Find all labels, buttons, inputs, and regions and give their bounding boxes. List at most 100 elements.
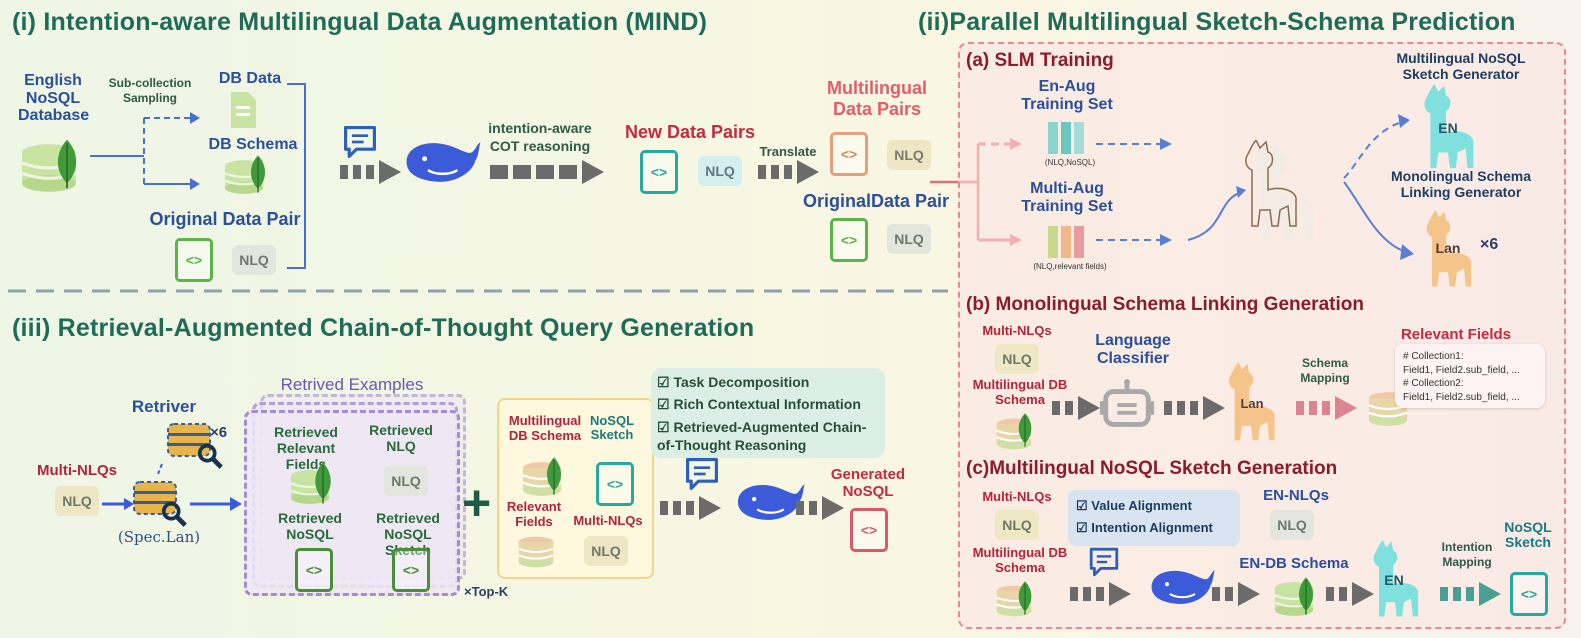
multi-pairs-label: Multilingual Data Pairs — [827, 78, 927, 119]
multi-nlqs-label: Multi-NLQs — [982, 323, 1052, 338]
code-file-icon: <> — [640, 150, 678, 194]
en-aug-caption: (NLQ,NoSQL) — [1044, 158, 1096, 167]
db-schema-label: DB Schema — [208, 136, 298, 153]
check-icon: ☑ — [657, 374, 670, 390]
flow-arrow — [796, 496, 844, 520]
flow-arrow — [340, 160, 401, 184]
spec-lan-label: (Spec.Lan) — [117, 528, 201, 546]
deepseek-whale-icon — [1146, 564, 1216, 610]
document-icon — [228, 90, 258, 130]
mongodb-leaf-icon — [544, 454, 564, 498]
relevant-fields-label: Relevant Fields — [506, 499, 562, 529]
bracket — [287, 83, 306, 269]
nlq-badge: NLQ — [232, 245, 276, 275]
multi-db-schema-label: Multilingual DB Schema — [972, 377, 1068, 407]
dataset-books-icon — [1048, 226, 1084, 258]
lan-label: Lan — [1240, 396, 1264, 411]
multi-nlqs-label: Multi-NLQs — [573, 513, 643, 528]
retriver-label: Retriver — [131, 397, 197, 416]
reasoning-note-box: ☑ Task Decomposition ☑ Rich Contextual I… — [651, 368, 885, 458]
flow-arrow — [1326, 582, 1374, 606]
mongodb-leaf-icon — [54, 136, 80, 192]
ret-nlq-label: Retrieved NLQ — [369, 422, 433, 455]
check-icon: ☑ — [657, 419, 670, 435]
section-ii-title: (ii)Parallel Multilingual Sketch-Schema … — [918, 8, 1516, 36]
sampling-label: Sub-collection Sampling — [108, 76, 192, 105]
section-divider — [8, 289, 948, 293]
subsection-b-title: (b) Monolingual Schema Linking Generatio… — [966, 294, 1364, 315]
database-icon — [516, 534, 556, 570]
subsection-c-title: (c)Multilingual NoSQL Sketch Generation — [966, 458, 1338, 479]
magnifier-icon — [160, 500, 188, 528]
retrived-examples-label: Retrived Examples — [280, 375, 424, 394]
multi-db-schema-label: Multilingual DB Schema — [972, 545, 1068, 575]
generator-arrows — [1343, 114, 1414, 260]
code-file-icon: <> — [1510, 572, 1548, 616]
nlq-badge: NLQ — [584, 536, 628, 566]
examples-stack-front — [244, 410, 460, 596]
nlq-badge: NLQ — [698, 156, 742, 186]
code-file-icon: <> — [392, 548, 430, 592]
translate-label: Translate — [759, 144, 817, 159]
ra-cot-text: Retrieved-Augmented Chain-of-Thought Rea… — [657, 419, 867, 454]
plus-icon: + — [462, 475, 492, 531]
flow-arrow — [1052, 396, 1100, 420]
intention-alignment-text: Intention Alignment — [1091, 520, 1213, 535]
mongodb-leaf-icon — [1016, 410, 1034, 450]
lan-label: Lan — [1435, 240, 1461, 256]
code-file-icon: <> — [295, 548, 333, 592]
multi-db-schema-label: Multilingual DB Schema — [508, 413, 582, 443]
check-icon: ☑ — [1076, 498, 1088, 513]
nosql-sketch-label: NoSQL Sketch — [589, 413, 635, 443]
section-iii-title: (iii) Retrieval-Augmented Chain-of-Thoug… — [12, 314, 755, 342]
dataset-books-icon — [1048, 122, 1084, 154]
multi-nlqs-label: Multi-NLQs — [982, 489, 1052, 504]
mongodb-leaf-icon — [312, 460, 334, 506]
check-icon: ☑ — [657, 396, 670, 412]
code-file-icon: <> — [850, 508, 888, 552]
nlq-badge: NLQ — [887, 140, 931, 170]
deepseek-whale-icon — [732, 478, 806, 526]
nlq-badge: NLQ — [995, 344, 1039, 374]
en-aug-label: En-Aug Training Set — [1021, 78, 1113, 113]
en-label: EN — [1384, 572, 1404, 588]
nlq-badge: NLQ — [1270, 510, 1314, 540]
flow-arrow — [660, 496, 721, 520]
alignment-box: ☑ Value Alignment ☑ Intention Alignment — [1068, 490, 1240, 546]
cot-label: intention-aware COT reasoning — [488, 120, 592, 154]
nlq-badge: NLQ — [887, 224, 931, 254]
nlq-badge: NLQ — [55, 486, 99, 516]
fields-line: # Collection1: — [1403, 351, 1464, 362]
fields-line: # Collection2: — [1403, 378, 1464, 389]
fields-line: Field1, Field2.sub_field, ... — [1403, 364, 1520, 376]
db-data-label: DB Data — [218, 70, 282, 87]
value-alignment-text: Value Alignment — [1091, 498, 1192, 513]
ret-nosql-label: Retrieved NoSQL — [278, 510, 342, 543]
check-icon: ☑ — [1076, 520, 1088, 535]
code-file-icon: <> — [830, 132, 868, 176]
en-nlqs-label: EN-NLQs — [1263, 487, 1329, 504]
nlq-badge: NLQ — [384, 466, 428, 496]
sketch-gen-label: Multilingual NoSQL Sketch Generator — [1396, 50, 1526, 83]
code-file-icon: <> — [830, 218, 868, 262]
sampling-arrows — [90, 112, 200, 190]
rich-context-text: Rich Contextual Information — [673, 396, 861, 412]
task-decomp-text: Task Decomposition — [673, 374, 810, 390]
multi-nlqs-label: Multi-NLQs — [37, 462, 117, 479]
nlq-badge: NLQ — [995, 510, 1039, 540]
fields-line: Field1, Field2.sub_field, ... — [1403, 391, 1520, 403]
mongodb-leaf-icon — [1016, 578, 1034, 618]
top-k-label: ×Top-K — [464, 584, 509, 599]
multi-aug-caption: (NLQ,relevant fields) — [1033, 262, 1107, 271]
mongodb-leaf-icon — [248, 152, 268, 196]
chat-icon — [342, 124, 378, 160]
en-label: EN — [1438, 120, 1458, 136]
english-db-label: English NoSQL Database — [18, 72, 90, 125]
retriever-arrows — [102, 463, 242, 511]
flow-arrow — [1296, 396, 1357, 420]
ret-fields-label: Retrieved Relevant Fields — [274, 424, 338, 473]
flow-arrow — [1164, 396, 1225, 420]
x6-label: ×6 — [210, 424, 228, 441]
original-pair-label: Original Data Pair — [149, 209, 301, 229]
flow-arrow — [1440, 582, 1501, 606]
